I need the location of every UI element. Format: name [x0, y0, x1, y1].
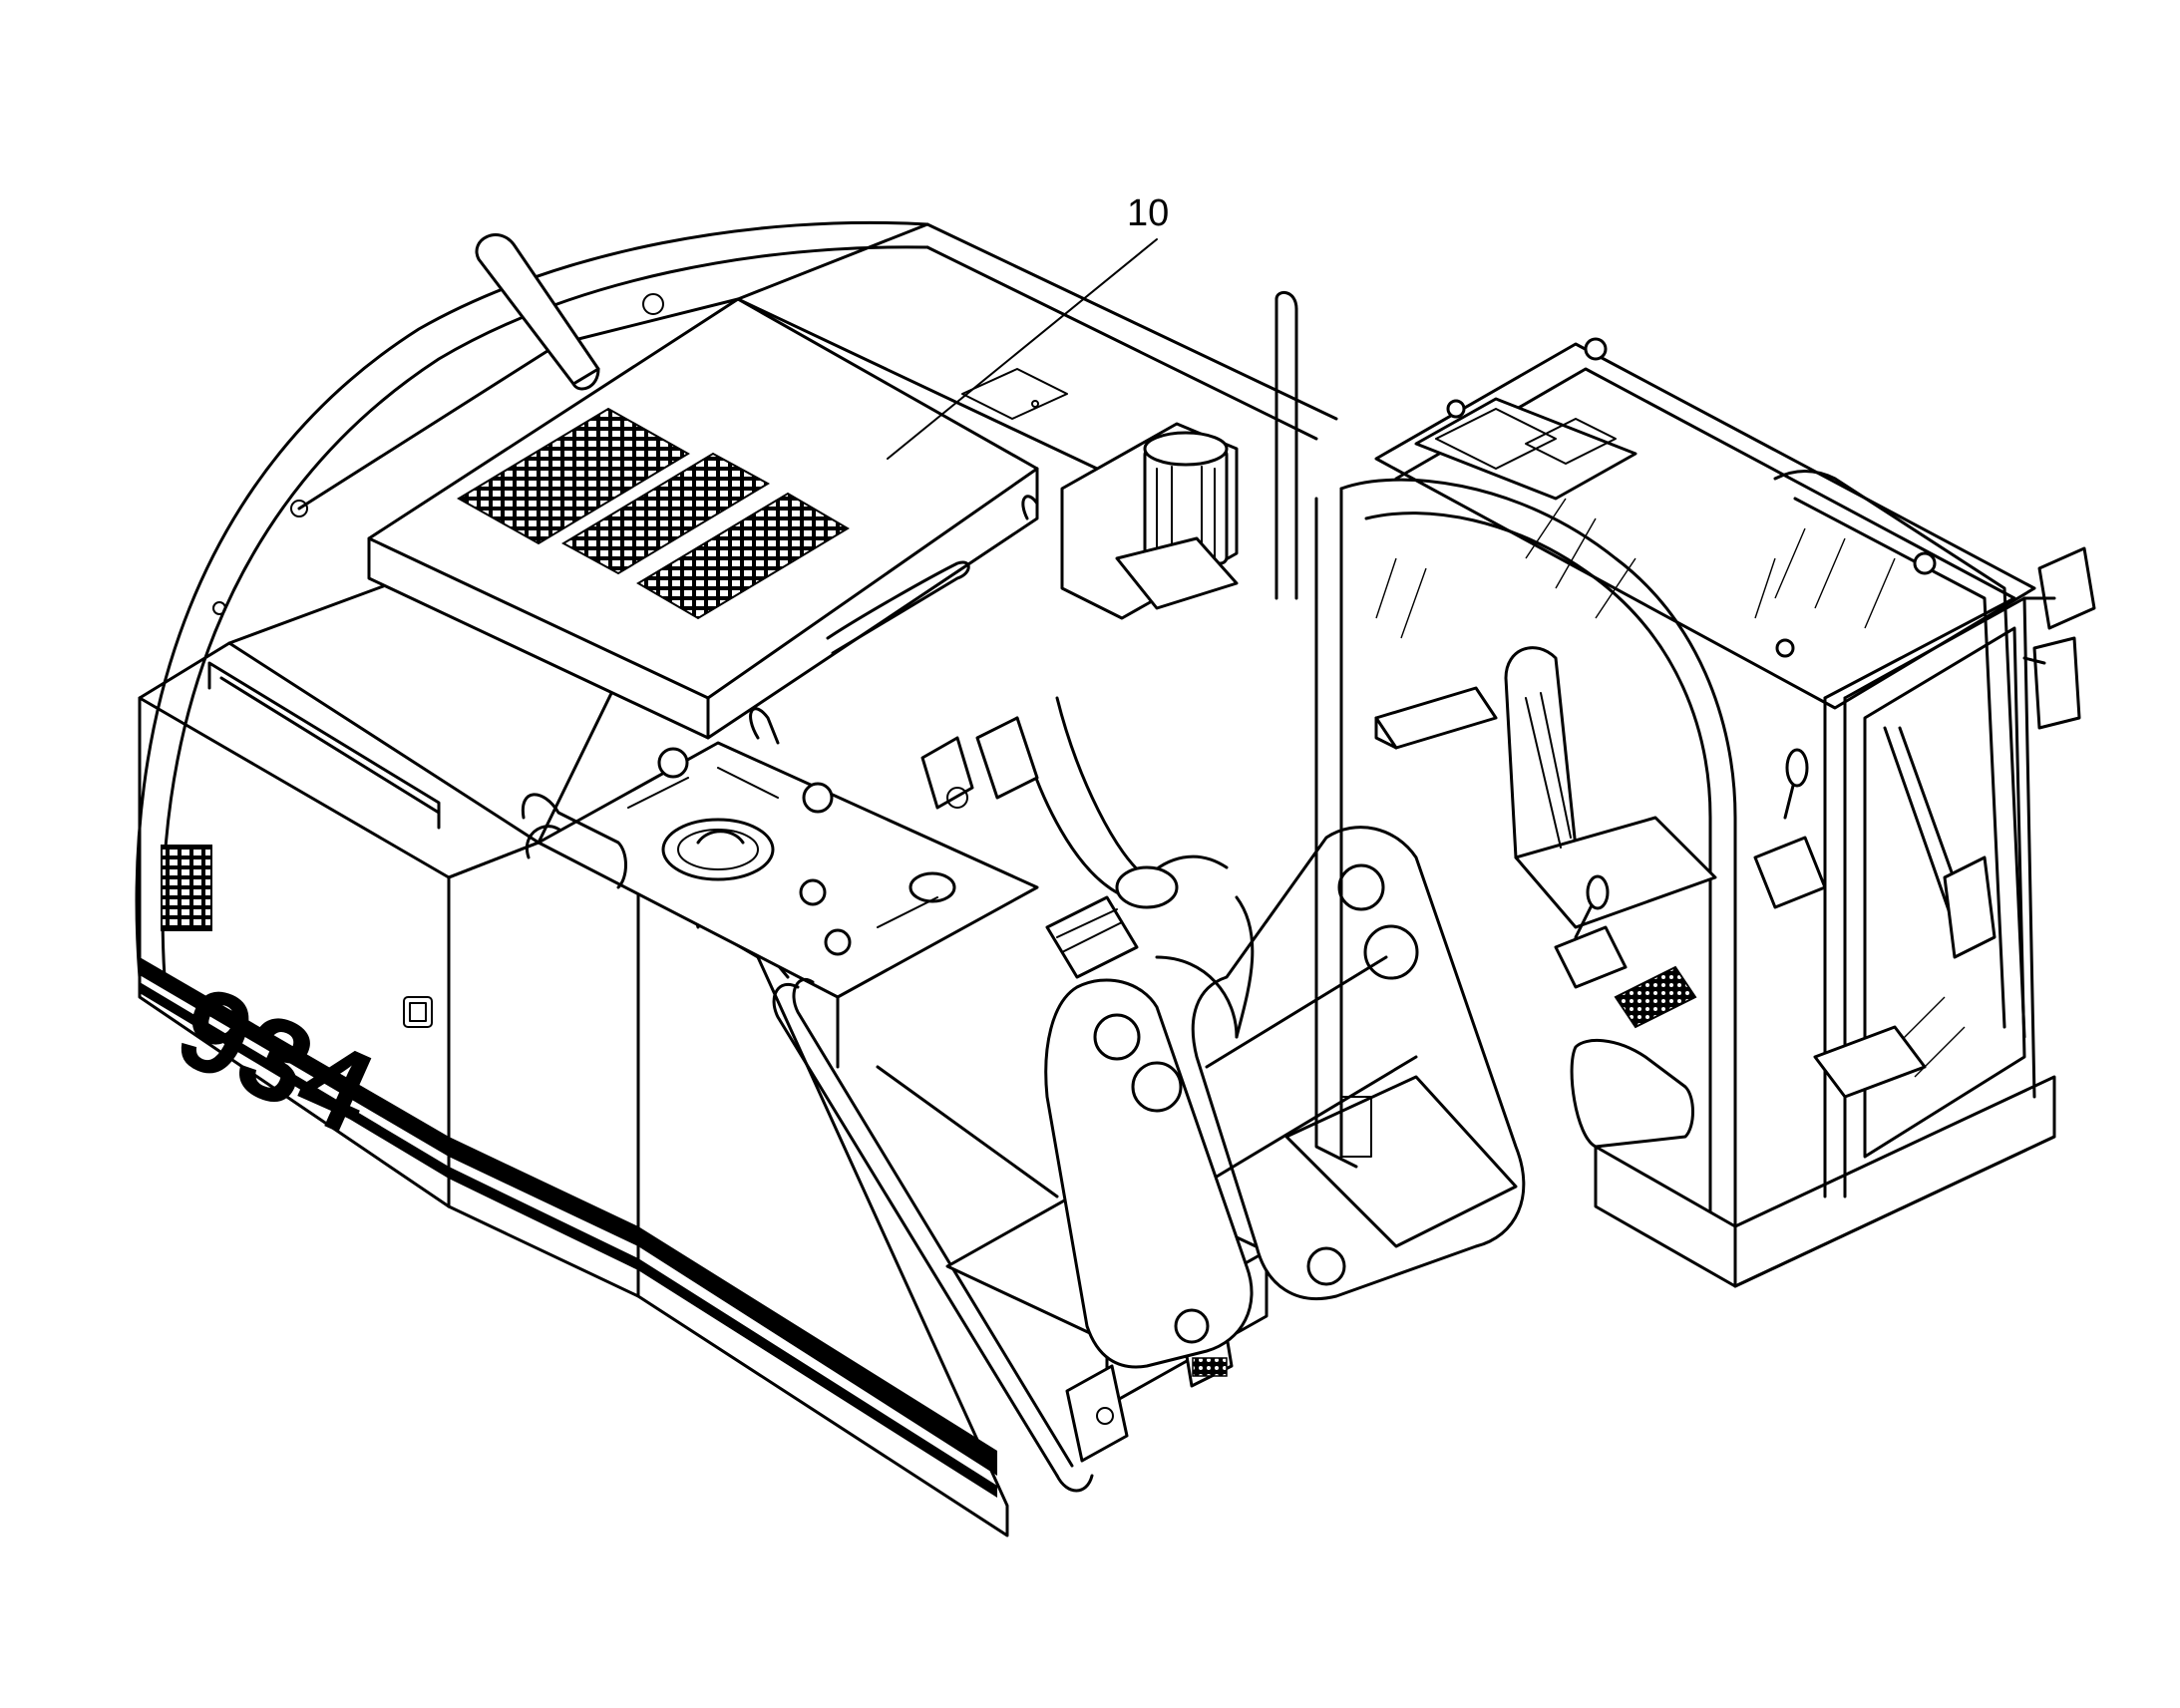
joystick-right [1753, 748, 1827, 909]
control-valve-hoses [920, 696, 1255, 1039]
exhaust-pipe [475, 233, 600, 391]
pedal-tread [1614, 965, 1927, 1099]
joystick-left [1554, 874, 1628, 989]
boom-foot-bracket [1044, 826, 1526, 1369]
operator-seat [1374, 646, 1717, 929]
engine-hood [367, 297, 1068, 745]
callout-10: 10 [887, 192, 1169, 460]
callout-leader-line [887, 238, 1158, 460]
middle-side-door [447, 825, 640, 1298]
air-cleaner [1060, 290, 1298, 620]
hydraulic-tank [521, 741, 1039, 1069]
left-side-housing: 934 [138, 556, 640, 1208]
counterweight-shell [135, 220, 1338, 979]
callout-label: 10 [1127, 192, 1169, 234]
front-left-handrail [772, 978, 1094, 1493]
operator-cab [1314, 337, 2096, 1288]
